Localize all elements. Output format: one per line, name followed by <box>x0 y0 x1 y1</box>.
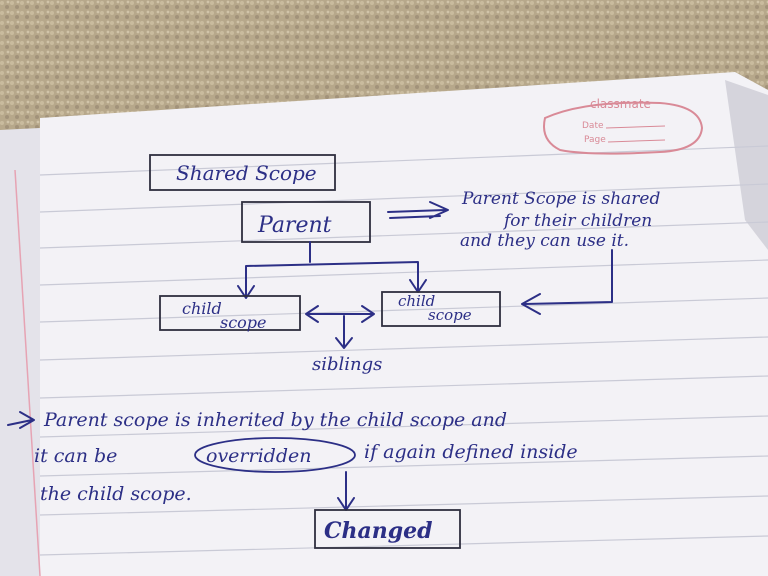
parent-note-line3: and they can use it. <box>460 231 629 251</box>
page-label: Page <box>584 135 606 145</box>
changed-box: Changed <box>314 509 461 549</box>
paragraph-line1: Parent scope is inherited by the child s… <box>43 409 507 431</box>
paragraph-line2-a: it can be <box>34 445 117 467</box>
paper <box>40 72 768 576</box>
changed-label: Changed <box>324 518 433 544</box>
return-arrow <box>521 249 613 315</box>
parent-note: Parent Scope is shared for their childre… <box>460 189 660 251</box>
siblings-label: siblings <box>312 354 382 375</box>
child-right-line2: scope <box>428 306 472 324</box>
parent-note-line2: for their children <box>502 211 652 231</box>
left-page <box>0 128 40 576</box>
classmate-logo: classmate Date Page <box>543 97 704 155</box>
date-label: Date <box>582 121 604 131</box>
paragraph-line2-c: if again defined inside <box>364 441 578 463</box>
parent-box: Parent <box>241 201 371 243</box>
sibling-arrow <box>305 305 375 349</box>
child-left-line2: scope <box>220 313 267 332</box>
title-box: Shared Scope <box>149 154 336 191</box>
child-box-right: child scope <box>381 291 501 327</box>
child-right-line1: child <box>398 292 435 310</box>
child-left-line1: child <box>182 299 222 318</box>
child-box-left: child scope <box>159 295 301 332</box>
arrow-to-note <box>387 201 449 219</box>
parent-note-line1: Parent Scope is shared <box>461 189 660 209</box>
page-edge <box>725 80 768 250</box>
logo-text: classmate <box>590 97 651 111</box>
highlight-circle <box>194 437 356 473</box>
paragraph-line3: the child scope. <box>40 483 192 505</box>
note-title: Shared Scope <box>176 161 317 185</box>
ruled-lines <box>39 145 768 556</box>
bullet-arrow <box>7 411 35 429</box>
paragraph-line2-b: overridden <box>206 445 311 467</box>
connector-tree <box>237 241 427 299</box>
margin-line <box>14 169 41 576</box>
parent-label: Parent <box>257 213 332 238</box>
